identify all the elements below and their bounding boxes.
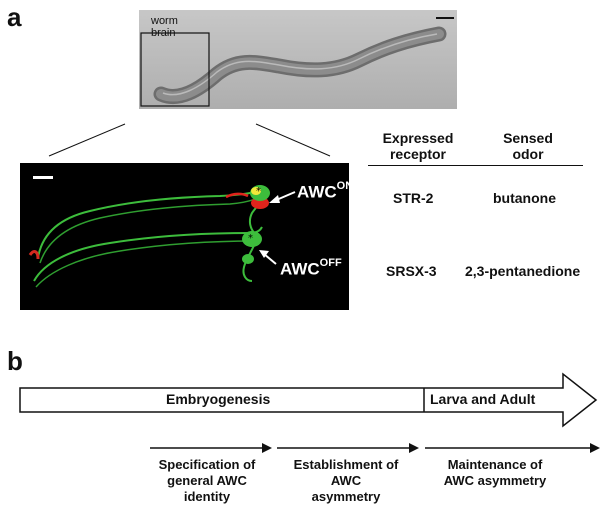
table-row-2-receptor: SRSX-3 (386, 263, 437, 279)
panel-b-letter: b (7, 346, 23, 376)
header-receptor-line1: Expressed (382, 130, 454, 146)
zoom-line-left (48, 123, 126, 157)
stage-larva-adult: Larva and Adult (430, 391, 536, 407)
svg-text:*: * (256, 186, 261, 197)
header-odor-line2: odor (512, 146, 544, 162)
awc-on-superscript: ON (336, 180, 354, 192)
awc-off-label: AWCOFF (280, 257, 342, 280)
awc-off-superscript: OFF (319, 257, 342, 269)
step-specification: Specification of general AWC identity (138, 457, 276, 505)
step3-line1: Maintenance of (447, 457, 543, 472)
awc-off-base: AWC (280, 259, 320, 279)
header-odor-line1: Sensed (503, 130, 553, 146)
table-row-1-receptor: STR-2 (393, 190, 434, 206)
step1-line3: identity (183, 489, 231, 504)
stage-embryogenesis: Embryogenesis (166, 391, 271, 407)
panel-a-letter: a (7, 2, 22, 32)
awc-neuron-drawing: * * (20, 163, 349, 310)
step-arrow-3 (425, 443, 600, 453)
table-row-2-odor: 2,3-pentanedione (465, 263, 581, 279)
awc-on-base: AWC (297, 182, 337, 202)
step-arrow-2 (277, 443, 419, 453)
step-arrows (150, 443, 600, 453)
step3-line2: AWC asymmetry (443, 473, 547, 488)
zoom-line-right (255, 123, 331, 157)
step-maintenance: Maintenance of AWC asymmetry (420, 457, 570, 489)
step2-line2: AWC (330, 473, 362, 488)
table-header-rule (368, 165, 583, 166)
table-header-odor: Sensed odor (478, 130, 578, 162)
step1-line1: Specification of (158, 457, 256, 472)
worm-scale-bar (436, 17, 454, 19)
header-receptor-line2: receptor (389, 146, 447, 162)
svg-text:*: * (248, 233, 253, 244)
fluor-scale-bar (33, 176, 53, 179)
table-header-receptor: Expressed receptor (368, 130, 468, 162)
fluorescence-micrograph: * * (20, 163, 349, 310)
step1-line2: general AWC (167, 473, 247, 488)
step2-line1: Establishment of (293, 457, 399, 472)
step-establishment: Establishment of AWC asymmetry (276, 457, 416, 505)
table-row-1-odor: butanone (493, 190, 556, 206)
zoom-guide-lines (48, 32, 331, 157)
timeline-arrow-shape (19, 372, 598, 428)
awc-on-label: AWCON (297, 180, 354, 203)
worm-label-line1: worm (151, 15, 178, 27)
worm-body-drawing (139, 10, 457, 109)
worm-micrograph (139, 10, 457, 109)
step2-line3: asymmetry (311, 489, 381, 504)
timeline-arrow (19, 372, 598, 428)
step-arrow-1 (150, 443, 272, 453)
brain-region-box (140, 32, 210, 107)
